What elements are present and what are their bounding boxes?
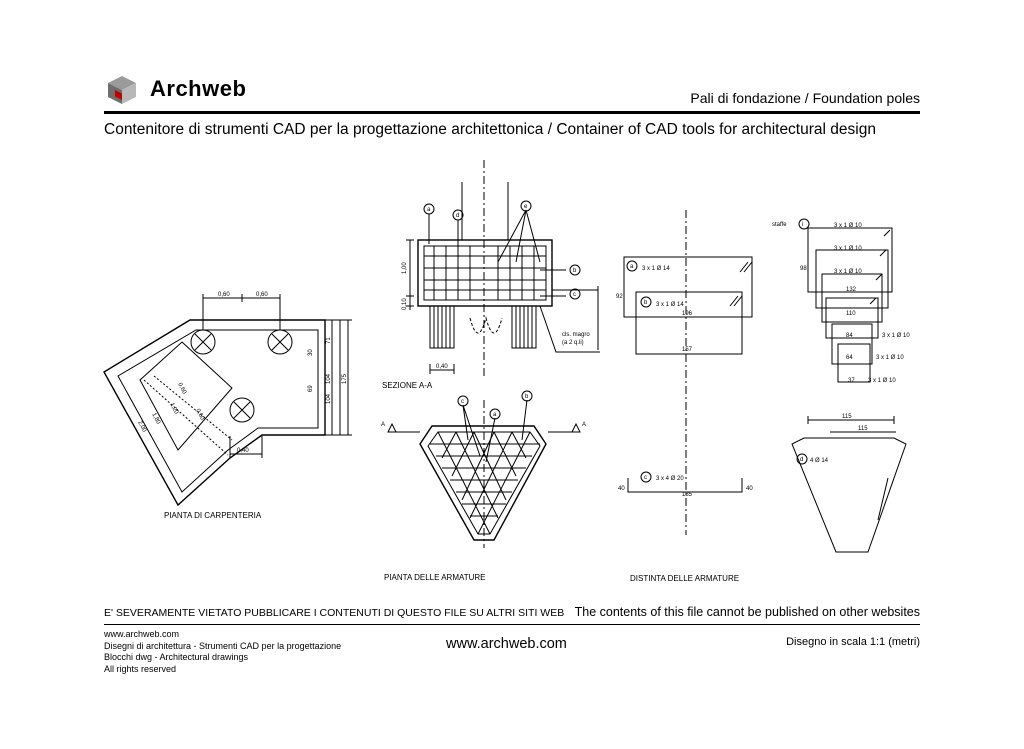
bar-b-label: 3 x 1 Ø 14	[656, 302, 684, 308]
footer-scale: Disegno in scala 1:1 (metri)	[786, 636, 920, 648]
rebar-plan	[387, 390, 581, 548]
rebar-plan-label: PIANTA DELLE ARMATURE	[384, 573, 486, 582]
sched-marker-c: c	[644, 475, 647, 481]
rebar-marker-a: a	[493, 412, 497, 418]
plan-dim-14: 0,40	[237, 448, 249, 454]
section-marker-b: b	[573, 268, 577, 274]
dim-115a: 115	[842, 414, 852, 420]
section-note-2: (a 2 q.li)	[562, 340, 584, 346]
footer-line-2: Disegni di architettura - Strumenti CAD …	[104, 640, 342, 651]
subtitle: Contenitore di strumenti CAD per la prog…	[104, 121, 876, 138]
plan-dim-12: 1,80	[150, 412, 161, 426]
warning-italian: E' SEVERAMENTE VIETATO PUBBLICARE I CONT…	[104, 607, 565, 619]
stirrup-4: 3 x 1 Ø 10	[882, 333, 910, 339]
stirrup-1: 3 x 1 Ø 10	[834, 223, 862, 229]
dim-84: 84	[846, 333, 853, 339]
bar-c-label: 3 x 4 Ø 20	[656, 476, 684, 482]
plan-label: PIANTA DI CARPENTERIA	[164, 511, 262, 520]
dim-157: 157	[682, 347, 693, 353]
warning-english: The contents of this file cannot be publ…	[574, 605, 920, 619]
dim-110: 110	[846, 311, 856, 317]
footer-site-link[interactable]: www.archweb.com	[446, 636, 567, 652]
section-marker-a: a	[427, 207, 431, 213]
plan-dim-6: 104	[326, 373, 332, 384]
footer-rule	[104, 624, 920, 625]
page-title: Pali di fondazione / Foundation poles	[690, 90, 920, 106]
schedule-label: DISTINTA DELLE ARMATURE	[630, 574, 739, 583]
plan-dim-8: 175	[342, 373, 348, 384]
section-note-1: cls. magro	[562, 332, 590, 338]
bar-a-label: 3 x 1 Ø 14	[642, 266, 670, 272]
plan-dim-11: 0,60	[194, 408, 205, 422]
dim-64: 64	[846, 355, 853, 361]
plan-dim-5: 69	[308, 385, 314, 392]
stirrup-6: 3 x 1 Ø 10	[868, 378, 896, 384]
dim-40b: 40	[746, 486, 753, 492]
dim-92: 92	[616, 294, 623, 300]
rebar-marker-b: b	[525, 394, 529, 400]
archweb-logo-icon	[108, 76, 136, 104]
plan-dim-13: 2,00	[136, 420, 147, 434]
staffe-label: staffe	[772, 222, 787, 228]
dim-37: 37	[848, 378, 855, 384]
dim-132: 132	[846, 287, 857, 293]
cut-a-left: A	[381, 422, 385, 428]
section-marker-d: d	[456, 213, 459, 219]
stirrup-5: 3 x 1 Ø 10	[876, 355, 904, 361]
bar-schedule	[623, 210, 907, 553]
plan-dim-7: 104	[326, 393, 332, 404]
section-marker-c: c	[573, 292, 576, 298]
footer-info: www.archweb.com Disegni di architettura …	[104, 629, 341, 675]
logo-text: Archweb	[150, 76, 247, 101]
section-marker-e: e	[524, 204, 528, 210]
plan-foundation	[103, 294, 352, 507]
footer-line-4: All rights reserved	[104, 663, 177, 674]
plan-dim-1: 0,60	[218, 292, 230, 298]
section-aa	[406, 160, 600, 378]
section-dim-1: 1,00	[402, 262, 408, 274]
dim-40a: 40	[618, 486, 625, 492]
sched-marker-i: i	[802, 222, 803, 228]
dim-185: 185	[682, 492, 693, 498]
section-dim-3: 0,40	[436, 364, 448, 370]
plan-dim-3: 30	[308, 349, 314, 356]
plan-dim-9: 0,60	[176, 382, 187, 396]
plan-dim-10: 1,20	[168, 402, 179, 416]
footer-line-3: Blocchi dwg - Architectural drawings	[104, 652, 249, 662]
cut-a-right: A	[582, 422, 586, 428]
sched-marker-a: a	[630, 264, 634, 270]
dim-98: 98	[800, 266, 807, 272]
dim-196: 196	[682, 311, 693, 317]
rebar-marker-c: c	[461, 399, 464, 405]
stirrup-3: 3 x 1 Ø 10	[834, 269, 862, 275]
plan-dim-4: 71	[326, 337, 332, 344]
section-label: SEZIONE A-A	[382, 381, 433, 390]
sched-marker-d: d	[800, 457, 803, 463]
plan-dim-2: 0,60	[256, 292, 268, 298]
stirrup-2: 3 x 1 Ø 10	[834, 246, 862, 252]
sched-marker-b: b	[644, 300, 648, 306]
section-dim-2: 0,10	[402, 298, 408, 310]
header-rule	[104, 111, 920, 114]
footer-line-1: www.archweb.com	[104, 629, 180, 639]
bar-d-label: 4 Ø 14	[810, 458, 829, 464]
dim-115b: 115	[858, 426, 868, 432]
